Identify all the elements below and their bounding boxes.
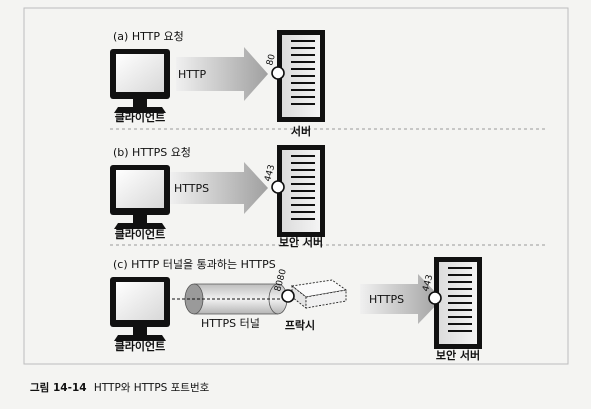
panel-b-port-label: 443 [263,164,277,183]
https-tunnel [184,283,288,315]
panel-c-port-circle [428,291,442,305]
panel-a-server-icon [276,29,326,123]
panel-c-server-icon [433,256,483,350]
panel-c-https-arrow [360,274,442,324]
panel-c-server-label: 보안 서버 [436,348,480,362]
panel-b-https-arrow [170,162,268,214]
panel-c: (c) HTTP 터널을 통과하는 HTTPS 클라이언트 HTTPS 터널 8… [110,256,483,362]
panel-c-title: (c) HTTP 터널을 통과하는 HTTPS [113,257,276,271]
panel-a-client-label: 클라이언트 [115,110,166,124]
panel-c-client-label: 클라이언트 [115,339,166,353]
panel-a-title: (a) HTTP 요청 [113,30,184,43]
panel-b-server-icon [276,144,326,238]
panel-b-arrow-label: HTTPS [174,182,209,195]
panel-a-port-label: 80 [265,53,278,67]
panel-a: (a) HTTP 요청 클라이언트 HTTP 80 서버 [110,29,326,138]
caption-number: 그림 14-14 [30,382,87,394]
panel-a-client-computer-icon [110,49,170,113]
panel-a-http-arrow [176,47,268,101]
proxy-device-icon [290,279,348,309]
panel-b-title: (b) HTTPS 요청 [113,146,191,159]
caption-text: HTTP와 HTTPS 포트번호 [94,382,210,394]
panel-b-server-label: 보안 서버 [279,235,323,249]
panel-b-client-label: 클라이언트 [115,227,166,241]
figure-caption: 그림 14-14 HTTP와 HTTPS 포트번호 [30,382,210,394]
panel-b-client-computer-icon [110,165,170,229]
panel-c-port-label: 443 [421,274,435,293]
proxy-label: 프락시 [285,319,315,332]
panel-c-arrow-label: HTTPS [369,293,404,306]
panel-a-server-label: 서버 [291,124,311,138]
proxy-port-circle [281,289,295,303]
panel-c-client-computer-icon [110,277,170,341]
tunnel-label: HTTPS 터널 [201,317,260,330]
panel-b-port-circle [271,180,285,194]
panel-a-port-circle [271,66,285,80]
panel-b: (b) HTTPS 요청 클라이언트 HTTPS 443 보안 서버 [110,144,326,249]
panel-a-arrow-label: HTTP [178,68,207,81]
proxy-port-label: 8080 [273,268,289,293]
figure-frame [23,7,569,365]
